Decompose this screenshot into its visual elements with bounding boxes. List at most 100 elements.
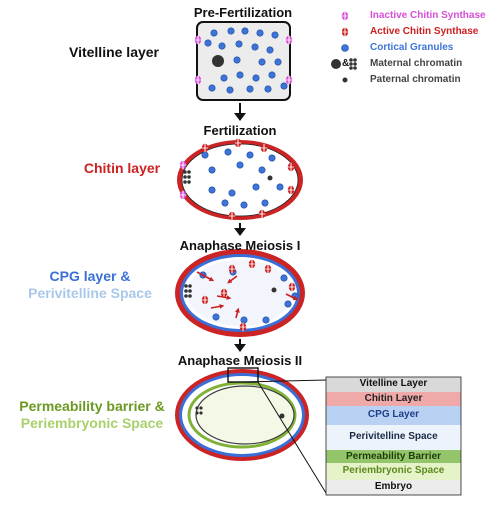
cortical-granule-icon (236, 71, 244, 79)
inactive-chitin-synthase-icon (179, 160, 187, 170)
active-chitin-synthase-icon (258, 209, 266, 219)
cortical-granule-icon (208, 84, 216, 92)
active-chitin-synthase-icon (288, 282, 296, 292)
layer-label-permeability: Permeability Barrier (345, 451, 442, 462)
cortical-granule-icon (235, 40, 243, 48)
maternal-chromatin-icon (212, 55, 224, 67)
cortical-granule-icon (240, 316, 248, 324)
layer-band-permeability (326, 450, 461, 463)
label-perivitelline-space: Perivitelline Space (28, 285, 152, 301)
stage-title-meiosis-one: Anaphase Meiosis I (179, 238, 301, 253)
cortical-granule-icon (264, 85, 272, 93)
label-chitin-layer: Chitin layer (83, 160, 161, 176)
layer-band-perivitelline (326, 425, 461, 450)
fertilization-egg (177, 138, 303, 221)
active-chitin-synthase-icon (248, 259, 256, 269)
cortical-granule-icon (274, 58, 282, 66)
granule-exocytosis-arrow (210, 304, 225, 309)
maternal-chromatin-icon (331, 59, 341, 69)
label-permeability-group: Permeability barrier & Periembryonic Spa… (19, 398, 165, 432)
cortical-granule-icon (252, 183, 260, 191)
cortical-granule-icon (210, 29, 218, 37)
zoom-line-top (241, 379, 327, 383)
cortical-granule-icon (266, 46, 274, 54)
cortical-granule-icon (262, 316, 270, 324)
cortical-granule-icon (228, 189, 236, 197)
legend-inactive-chitin-synthase: Inactive Chitin Synthase (370, 10, 486, 21)
stage-title-fertilization: Fertilization (203, 123, 277, 138)
cortical-granule-icon (268, 154, 276, 162)
stage-title-pre-fertilization: Pre-Fertilization (193, 5, 293, 20)
active-chitin-synthase-icon (220, 288, 228, 298)
label-cpg-group: CPG layer & Perivitelline Space (28, 268, 152, 302)
active-chitin-synthase-icon (239, 322, 247, 332)
legend-icons (331, 11, 357, 83)
cortical-granule-icon (208, 186, 216, 194)
cortical-granule-icon (236, 161, 244, 169)
cortical-granule-icon (221, 199, 229, 207)
cortical-granule-icon (204, 39, 212, 47)
flow-arrow (234, 223, 246, 236)
active-chitin-synthase-icon (228, 211, 236, 221)
legend-maternal-chromatin: Maternal chromatin (370, 58, 463, 69)
cortical-granule-icon (252, 74, 260, 82)
layer-label-embryo: Embryo (374, 481, 413, 492)
granule-exocytosis-arrow (196, 271, 215, 282)
layer-band-embryo (326, 480, 461, 495)
legend-active-chitin-synthase: Active Chitin Synthase (370, 26, 479, 37)
cortical-granule-icon (212, 313, 220, 321)
maternal-chromatin-icon (183, 170, 191, 184)
pre-fertilization-egg (194, 21, 293, 101)
paternal-chromatin-icon (279, 413, 285, 419)
label-periembryonic-space: Periembryonic Space (20, 415, 164, 431)
cortical-granule-icon (268, 71, 276, 79)
layer-band-chitin (326, 392, 461, 406)
stage-title-meiosis-two: Anaphase Meiosis II (177, 353, 303, 368)
cortical-granule-icon (271, 31, 279, 39)
cortical-granule-icon (280, 82, 288, 90)
cortical-granule-icon (246, 151, 254, 159)
legend-paternal-chromatin: Paternal chromatin (370, 74, 461, 85)
inactive-chitin-synthase-icon (285, 75, 293, 85)
inactive-chitin-synthase-icon (194, 35, 202, 45)
inactive-chitin-synthase-icon (285, 35, 293, 45)
layer-label-perivitelline: Perivitelline Space (349, 431, 438, 442)
active-chitin-synthase-icon (264, 264, 272, 274)
label-permeability-barrier: Permeability barrier & (19, 398, 165, 414)
active-chitin-synthase-icon (228, 264, 236, 274)
cortical-granule-icon (258, 58, 266, 66)
meiosis-two-egg (175, 367, 327, 494)
maternal-chromatin-icon (184, 284, 192, 298)
active-chitin-synthase-icon (287, 162, 295, 172)
cortical-granule-icon (227, 27, 235, 35)
cortical-granule-icon (280, 274, 288, 282)
layer-label-cpg: CPG Layer (367, 409, 420, 420)
paternal-chromatin-icon (271, 287, 277, 293)
cortical-granule-icon (233, 56, 241, 64)
label-cpg-layer: CPG layer & (49, 268, 131, 284)
layer-label-periembryonic: Periembryonic Space (342, 465, 445, 476)
cortical-granule-icon (284, 300, 292, 308)
inactive-chitin-synthase-icon (194, 75, 202, 85)
label-vitelline-layer: Vitelline layer (68, 44, 160, 60)
active-chitin-synthase-icon (201, 143, 209, 153)
inactive-chitin-synthase-icon (341, 11, 349, 21)
flow-arrow (234, 103, 246, 121)
cortical-granule-icon (220, 74, 228, 82)
cortical-granule-icon (224, 148, 232, 156)
active-chitin-synthase-icon (234, 138, 242, 148)
cortical-granule-icon (246, 85, 254, 93)
cortical-granule-icon (226, 86, 234, 94)
cortical-granule-icon (240, 201, 248, 209)
granule-exocytosis-arrow (285, 293, 299, 301)
layer-label-vitelline: Vitelline Layer (359, 378, 428, 389)
cortical-granule-icon (208, 166, 216, 174)
layer-band-vitelline (326, 377, 461, 392)
cortical-granule-icon (258, 166, 266, 174)
cortical-granule-icon (241, 27, 249, 35)
cortical-granule-icon (218, 42, 226, 50)
cortical-granule-icon (201, 151, 209, 159)
paternal-chromatin-icon (267, 175, 273, 181)
